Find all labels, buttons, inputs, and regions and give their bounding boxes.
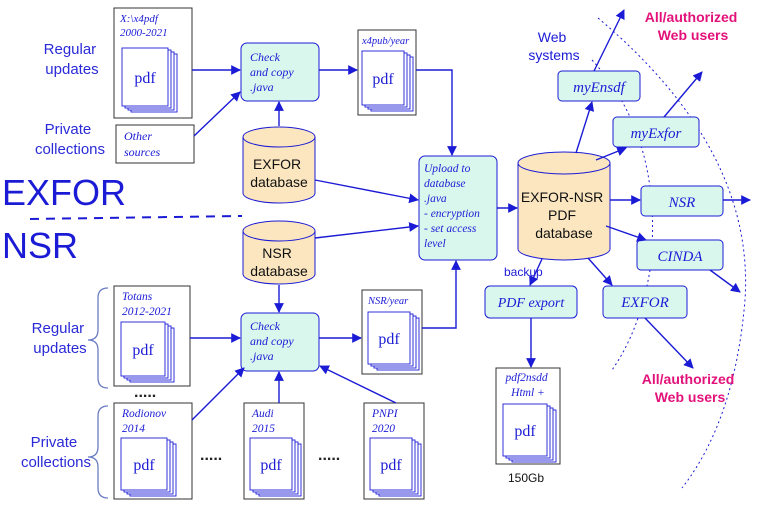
arrow-db-to-exfor xyxy=(587,257,613,286)
nsr-system[interactable] xyxy=(640,185,724,217)
nsr-database: NSR database xyxy=(242,220,316,285)
pdf-page xyxy=(367,311,411,365)
rodionov-source-label: Rodionov 2014 xyxy=(121,408,169,435)
arrow-nsryear-to-upload xyxy=(422,260,461,329)
pdf-stack-audi: pdf xyxy=(249,437,302,497)
arrow-exfor-to-users xyxy=(644,317,694,369)
pdf2nsdd-label: pdf2nsdd Html + xyxy=(504,372,550,399)
pdf-stack-pnpi: pdf xyxy=(369,437,422,497)
ellipsis-dots-1: ..... xyxy=(134,384,156,401)
nsr-system-label: NSR xyxy=(668,195,696,211)
check-copy-process-bottom xyxy=(240,312,320,372)
ellipsis-dots-2: ..... xyxy=(200,447,222,464)
pdf-stack-label: pdf xyxy=(372,71,394,88)
check-copy-process-top xyxy=(240,42,320,102)
check-copy-label-top: Check and copy .java xyxy=(250,50,297,94)
myexfor-system[interactable] xyxy=(612,116,700,148)
exfor-nsr-pdf-database: EXFOR-NSR PDF database xyxy=(517,151,611,261)
pdf-stack-rodionov: pdf xyxy=(120,437,177,497)
pdf-document-stacks: pdf pdf pdf pdf pdf pdf pdf pdf xyxy=(120,47,557,497)
arrow-pnpi-to-check xyxy=(319,365,397,404)
pdf-page xyxy=(120,321,166,377)
regular-updates-label-top: Regular updates xyxy=(44,41,101,78)
arrow-db-to-myensdf xyxy=(575,101,595,154)
pdf-stack-label: pdf xyxy=(514,423,536,440)
other-sources-box xyxy=(115,124,195,164)
pdf-stack-label: pdf xyxy=(260,457,282,474)
check-copy-label-bottom: Check and copy .java xyxy=(250,319,297,363)
brace-regular-updates xyxy=(87,287,109,389)
pdf-page xyxy=(502,403,548,457)
nsr-year-label: NSR/year xyxy=(367,296,409,307)
arrow-db-to-cinda xyxy=(605,225,647,242)
private-collections-label-bottom: Private collections xyxy=(21,434,91,471)
arrow-myexfor-to-web xyxy=(663,71,703,118)
exfor-section-title: EXFOR xyxy=(2,172,126,213)
myensdf-system[interactable] xyxy=(557,70,641,102)
pdf-stack-nsryear: pdf xyxy=(367,311,420,371)
pnpi-source-label: PNPI 2020 xyxy=(371,408,400,435)
nsr-database-label: NSR database xyxy=(250,245,308,279)
myensdf-label: myEnsdf xyxy=(573,80,626,96)
nsr-section-title: NSR xyxy=(2,225,78,266)
x4pub-year-label: x4pub/year xyxy=(361,36,410,47)
arrow-rodionov-to-check xyxy=(191,367,245,421)
audi-source-label: Audi 2015 xyxy=(251,408,277,435)
all-users-label-bottom: All/authorized Web users xyxy=(642,371,738,405)
arrow-cinda-to-out xyxy=(709,269,741,293)
arrow-myensdf-to-web xyxy=(593,9,625,72)
pdf-stack-label: pdf xyxy=(380,457,402,474)
pdf-stack-pdf2nsdd: pdf xyxy=(502,403,557,463)
pdf-stack-totans: pdf xyxy=(120,321,175,383)
pdf-stack-x4pub: pdf xyxy=(361,50,414,112)
other-sources-label: Other sources xyxy=(124,129,161,159)
pdf-stack-label: pdf xyxy=(134,70,156,87)
storage-size-label: 150Gb xyxy=(508,471,544,485)
pdf-page xyxy=(361,50,405,106)
upload-process-label: Upload to database .java - encryption - … xyxy=(424,163,483,250)
totans-source-label: Totans 2012-2021 xyxy=(122,291,172,318)
private-collections-label-top: Private collections xyxy=(35,121,105,158)
pdf-export-label: PDF export xyxy=(497,296,566,311)
section-divider xyxy=(29,215,243,220)
pdf-page xyxy=(249,437,293,491)
brace-private-collections xyxy=(87,405,109,499)
x4pdf-source-label: X:\x4pdf 2000-2021 xyxy=(119,13,168,39)
all-users-label-top: All/authorized Web users xyxy=(645,9,741,43)
pdf-stack-label: pdf xyxy=(378,331,400,348)
pdf-stack-label: pdf xyxy=(132,342,154,359)
pdf-page xyxy=(369,437,413,491)
cinda-system[interactable] xyxy=(636,239,724,271)
backup-label: backup xyxy=(504,265,543,279)
arrow-nsrdb-to-upload xyxy=(314,222,419,239)
arrow-x4pub-to-upload xyxy=(416,69,457,156)
arrow-db-to-myexfor xyxy=(595,146,627,161)
exfor-system-label: EXFOR xyxy=(620,295,668,311)
pdf-stack-label: pdf xyxy=(133,457,155,474)
exfor-database-label: EXFOR database xyxy=(250,156,308,190)
cinda-label: CINDA xyxy=(658,249,704,265)
pdf-page xyxy=(121,47,169,107)
web-systems-label: Web systems xyxy=(528,29,579,63)
regular-updates-label-bottom: Regular updates xyxy=(32,320,89,357)
pdf-page xyxy=(120,437,168,491)
arrow-exfordb-to-upload xyxy=(314,179,419,204)
myexfor-label: myExfor xyxy=(631,126,682,142)
exfor-database: EXFOR database xyxy=(242,126,316,204)
arrow-other-to-check xyxy=(193,91,241,137)
arrow-db-to-pdfexport xyxy=(529,258,543,286)
ellipsis-dots-3: ..... xyxy=(318,447,340,464)
pdf-stack-x4pdf: pdf xyxy=(121,47,178,113)
main-database-label: EXFOR-NSR PDF database xyxy=(521,189,607,241)
